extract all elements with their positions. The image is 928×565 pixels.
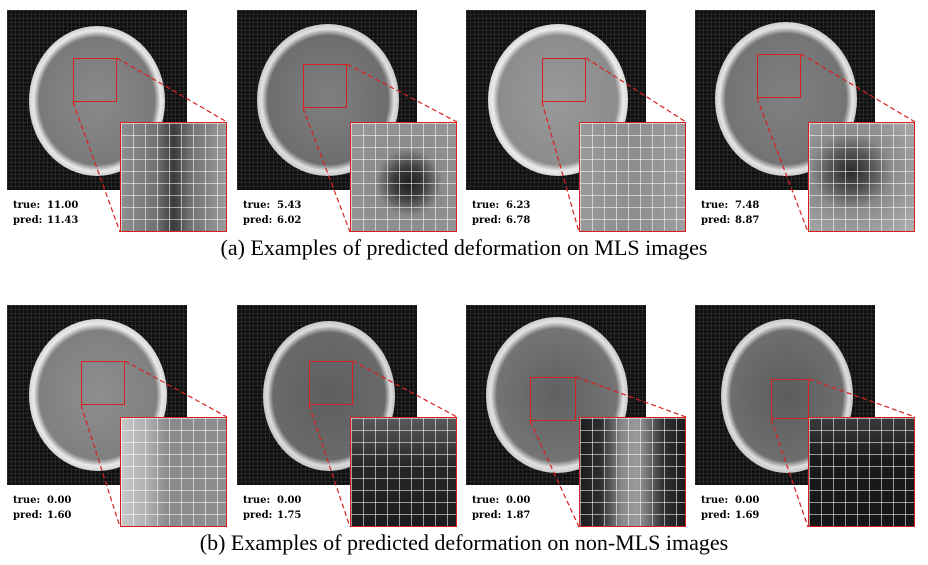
- true-label: true:: [243, 200, 271, 211]
- true-label: true:: [472, 200, 500, 211]
- deformation-grid: [580, 123, 685, 231]
- true-value: 0.00: [277, 495, 302, 506]
- true-value: 5.43: [277, 200, 302, 211]
- zoomed-deformation-inset: [579, 122, 686, 232]
- figure-row-a: true: 11.00 pred: 11.43 true: 5.43 pred: 6.0…: [0, 10, 928, 265]
- true-label: true:: [701, 495, 729, 506]
- zoomed-deformation-inset: [120, 417, 227, 527]
- true-value: 0.00: [506, 495, 531, 506]
- pred-value: 6.02: [277, 215, 302, 226]
- ct-panel: true: 0.00 pred: 1.69: [695, 305, 927, 530]
- deformation-grid: [809, 418, 914, 526]
- pred-label: pred:: [472, 510, 502, 521]
- region-of-interest-box: [542, 58, 586, 102]
- pred-label: pred:: [13, 215, 43, 226]
- region-of-interest-box: [303, 64, 347, 108]
- measurement-values: true: 0.00 pred: 1.69: [701, 493, 759, 523]
- true-value: 11.00: [47, 200, 79, 211]
- zoomed-deformation-inset: [350, 122, 457, 232]
- zoomed-deformation-inset: [120, 122, 227, 232]
- pred-label: pred:: [243, 510, 273, 521]
- true-label: true:: [701, 200, 729, 211]
- pred-label: pred:: [701, 510, 731, 521]
- ct-panel: true: 11.00 pred: 11.43: [7, 10, 239, 235]
- pred-value: 1.60: [47, 510, 72, 521]
- pred-value: 8.87: [735, 215, 760, 226]
- pred-label: pred:: [701, 215, 731, 226]
- ct-panel: true: 5.43 pred: 6.02: [237, 10, 469, 235]
- deformation-grid: [580, 418, 685, 526]
- measurement-values: true: 7.48 pred: 8.87: [701, 198, 759, 228]
- true-value: 0.00: [47, 495, 72, 506]
- pred-label: pred:: [243, 215, 273, 226]
- deformation-grid: [121, 123, 226, 231]
- pred-value: 1.75: [277, 510, 302, 521]
- measurement-values: true: 0.00 pred: 1.87: [472, 493, 530, 523]
- true-value: 6.23: [506, 200, 531, 211]
- region-of-interest-box: [81, 361, 125, 405]
- true-value: 0.00: [735, 495, 760, 506]
- deformation-grid: [351, 418, 456, 526]
- true-label: true:: [472, 495, 500, 506]
- region-of-interest-box: [309, 361, 353, 405]
- pred-value: 1.69: [735, 510, 760, 521]
- true-label: true:: [13, 495, 41, 506]
- ct-panel: true: 6.23 pred: 6.78: [466, 10, 698, 235]
- true-value: 7.48: [735, 200, 760, 211]
- figure-caption: (b) Examples of predicted deformation on…: [199, 530, 729, 555]
- region-of-interest-box: [530, 377, 576, 421]
- pred-value: 11.43: [47, 215, 79, 226]
- measurement-values: true: 11.00 pred: 11.43: [13, 198, 78, 228]
- ct-panel: true: 0.00 pred: 1.87: [466, 305, 698, 530]
- deformation-grid: [121, 418, 226, 526]
- region-of-interest-box: [757, 54, 801, 98]
- pred-label: pred:: [472, 215, 502, 226]
- pred-value: 6.78: [506, 215, 531, 226]
- measurement-values: true: 0.00 pred: 1.75: [243, 493, 301, 523]
- deformation-grid: [809, 123, 914, 231]
- zoomed-deformation-inset: [350, 417, 457, 527]
- ct-panel: true: 0.00 pred: 1.75: [237, 305, 469, 530]
- measurement-values: true: 6.23 pred: 6.78: [472, 198, 530, 228]
- true-label: true:: [243, 495, 271, 506]
- deformation-grid: [351, 123, 456, 231]
- zoomed-deformation-inset: [808, 122, 915, 232]
- measurement-values: true: 0.00 pred: 1.60: [13, 493, 71, 523]
- figure-caption: (a) Examples of predicted deformation on…: [220, 235, 708, 260]
- pred-value: 1.87: [506, 510, 531, 521]
- ct-panel: true: 0.00 pred: 1.60: [7, 305, 239, 530]
- true-label: true:: [13, 200, 41, 211]
- figure-row-b: true: 0.00 pred: 1.60 true: 0.00 pred: 1.75: [0, 305, 928, 563]
- zoomed-deformation-inset: [808, 417, 915, 527]
- pred-label: pred:: [13, 510, 43, 521]
- region-of-interest-box: [771, 379, 809, 419]
- zoomed-deformation-inset: [579, 417, 686, 527]
- ct-panel: true: 7.48 pred: 8.87: [695, 10, 927, 235]
- region-of-interest-box: [73, 58, 117, 102]
- measurement-values: true: 5.43 pred: 6.02: [243, 198, 301, 228]
